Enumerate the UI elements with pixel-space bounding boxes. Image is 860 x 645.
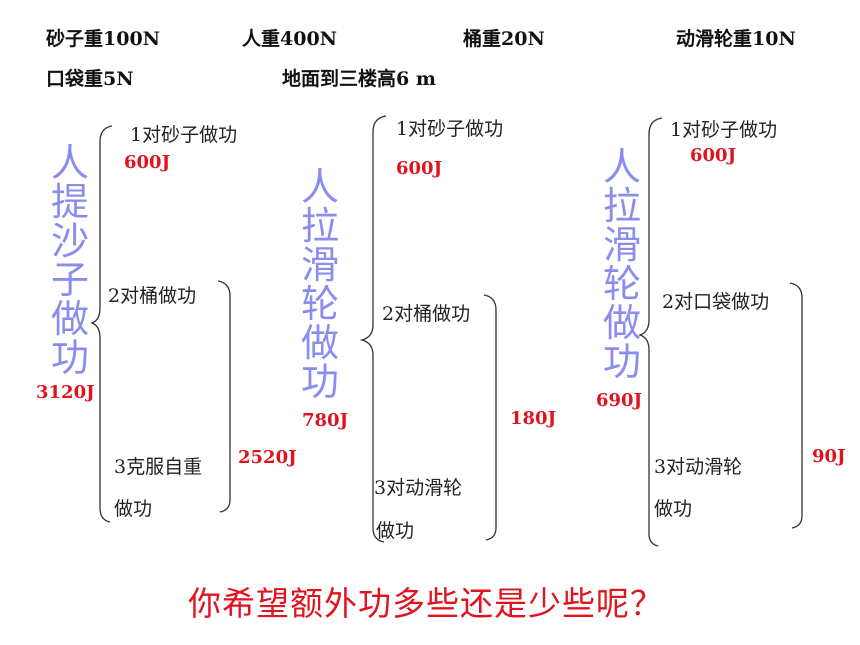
given-height: 地面到三楼高6 m	[282, 68, 436, 90]
case3-item3-label-line2: 做功	[654, 498, 693, 520]
case3-title: 人拉滑轮做功	[602, 145, 641, 384]
case1-main-brace	[90, 125, 113, 523]
case2-item3-label-line2: 做功	[376, 520, 415, 542]
case1-item2-label: 2对桶做功	[108, 285, 197, 307]
case2-item2-label: 2对桶做功	[382, 303, 471, 325]
case1-title: 人提沙子做功	[50, 141, 89, 380]
case2-item1-label: 1对砂子做功	[396, 118, 504, 140]
case2-total: 780J	[302, 410, 349, 431]
case2-title: 人拉滑轮做功	[300, 165, 339, 404]
given-person-weight: 人重400N	[242, 28, 338, 50]
case2-item1-value: 600J	[396, 158, 443, 179]
case3-total: 690J	[596, 390, 643, 411]
case3-item1-label: 1对砂子做功	[670, 119, 778, 141]
case2-item3-label-line1: 3对动滑轮	[374, 477, 463, 499]
case2-right-brace	[483, 294, 497, 541]
given-pulley-weight: 动滑轮重10N	[676, 28, 796, 50]
case1-item1-label: 1对砂子做功	[130, 124, 238, 146]
case1-item3-label-line1: 3克服自重	[114, 456, 203, 478]
case2-extra-total: 180J	[510, 408, 557, 429]
case2-main-brace	[359, 115, 387, 543]
question-text: 你希望额外功多些还是少些呢？	[188, 584, 664, 623]
case3-item2-label: 2对口袋做功	[662, 291, 770, 313]
case3-item3-label-line1: 3对动滑轮	[654, 456, 743, 478]
case1-right-brace	[217, 280, 231, 513]
case1-total: 3120J	[36, 382, 95, 403]
case3-extra-total: 90J	[812, 446, 846, 467]
case1-item3-label-line2: 做功	[114, 498, 153, 520]
given-bucket-weight: 桶重20N	[463, 28, 545, 50]
case1-extra-total: 2520J	[238, 447, 297, 468]
given-sand-weight: 砂子重100N	[46, 28, 161, 50]
case3-main-brace	[637, 117, 663, 547]
case1-item1-value: 600J	[124, 152, 171, 173]
case3-item1-value: 600J	[690, 145, 737, 166]
given-bag-weight: 口袋重5N	[46, 68, 134, 90]
case3-right-brace	[789, 282, 803, 529]
